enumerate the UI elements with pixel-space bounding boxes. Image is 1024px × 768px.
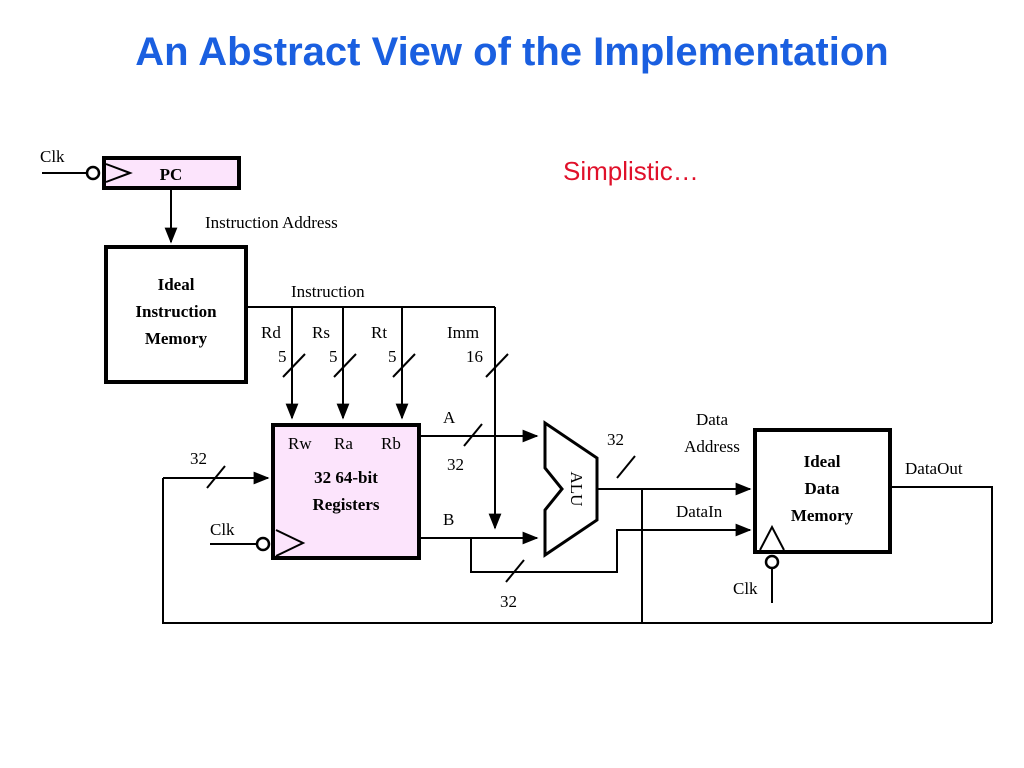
instruction-label: Instruction	[291, 282, 365, 301]
imem-line2: Instruction	[135, 302, 217, 321]
ra-port-label: Ra	[334, 434, 353, 453]
rs-width-slash	[333, 353, 357, 378]
rs-width: 5	[329, 347, 338, 366]
dataout-wire	[890, 486, 993, 623]
rt-width: 5	[388, 347, 397, 366]
register-file-box	[271, 423, 421, 560]
b-label: B	[443, 510, 454, 529]
instruction-address-label: Instruction Address	[205, 213, 338, 232]
rt-label: Rt	[371, 323, 387, 342]
dataout-label: DataOut	[905, 459, 963, 478]
alu-out-width: 32	[607, 430, 624, 449]
pc-block: PC Clk	[40, 147, 241, 190]
page-title: An Abstract View of the Implementation	[135, 30, 889, 74]
simplistic-note: Simplistic…	[563, 156, 699, 186]
registers-line1: 32 64-bit	[314, 468, 378, 487]
registers-clock-triangle	[275, 529, 306, 557]
imm-label: Imm	[447, 323, 479, 342]
writeback-bus	[162, 478, 992, 624]
pc-clk-bubble	[85, 165, 101, 181]
dmem-clock-triangle	[759, 524, 785, 551]
write-width-slash	[206, 465, 226, 489]
data-memory-box	[753, 428, 892, 554]
imm-width-slash	[485, 353, 509, 378]
pc-register	[102, 156, 241, 190]
registers-line2: Registers	[312, 495, 379, 514]
imem-line1: Ideal	[158, 275, 195, 294]
rt-width-slash	[392, 353, 416, 378]
dmem-clk-bubble	[764, 554, 780, 570]
dmem-line2: Data	[805, 479, 840, 498]
alu-label: ALU	[567, 472, 586, 507]
data-address-label-1: Data	[696, 410, 729, 429]
rw-port-label: Rw	[288, 434, 312, 453]
bus-a-slash	[463, 423, 483, 447]
register-file: Rw Ra Rb 32 64-bit Registers Clk	[210, 423, 421, 560]
alu: ALU	[543, 420, 599, 558]
dmem-line1: Ideal	[804, 452, 841, 471]
rd-label: Rd	[261, 323, 281, 342]
a-width: 32	[447, 455, 464, 474]
alu-out-slash	[616, 455, 636, 479]
rs-label: Rs	[312, 323, 330, 342]
instruction-memory: Ideal Instruction Memory	[104, 245, 248, 384]
datain-wire	[470, 523, 752, 573]
dmem-clk-label: Clk	[733, 579, 758, 598]
dmem-line3: Memory	[791, 506, 854, 525]
b-width: 32	[500, 592, 517, 611]
rb-port-label: Rb	[381, 434, 401, 453]
data-address-label-2: Address	[684, 437, 740, 456]
pc-clock-triangle	[105, 163, 133, 183]
write-width: 32	[190, 449, 207, 468]
instruction-memory-box	[104, 245, 248, 384]
datain-label: DataIn	[676, 502, 723, 521]
registers-clk-label: Clk	[210, 520, 235, 539]
pc-clk-label: Clk	[40, 147, 65, 166]
bus-b-slash	[505, 559, 525, 583]
rd-width: 5	[278, 347, 287, 366]
a-label: A	[443, 408, 456, 427]
alu-shape	[543, 420, 599, 558]
rd-width-slash	[282, 353, 306, 378]
registers-clk-bubble	[255, 536, 271, 552]
data-memory: Ideal Data Memory Clk	[733, 428, 892, 603]
pc-label: PC	[160, 165, 183, 184]
imem-line3: Memory	[145, 329, 208, 348]
imm-width: 16	[466, 347, 483, 366]
